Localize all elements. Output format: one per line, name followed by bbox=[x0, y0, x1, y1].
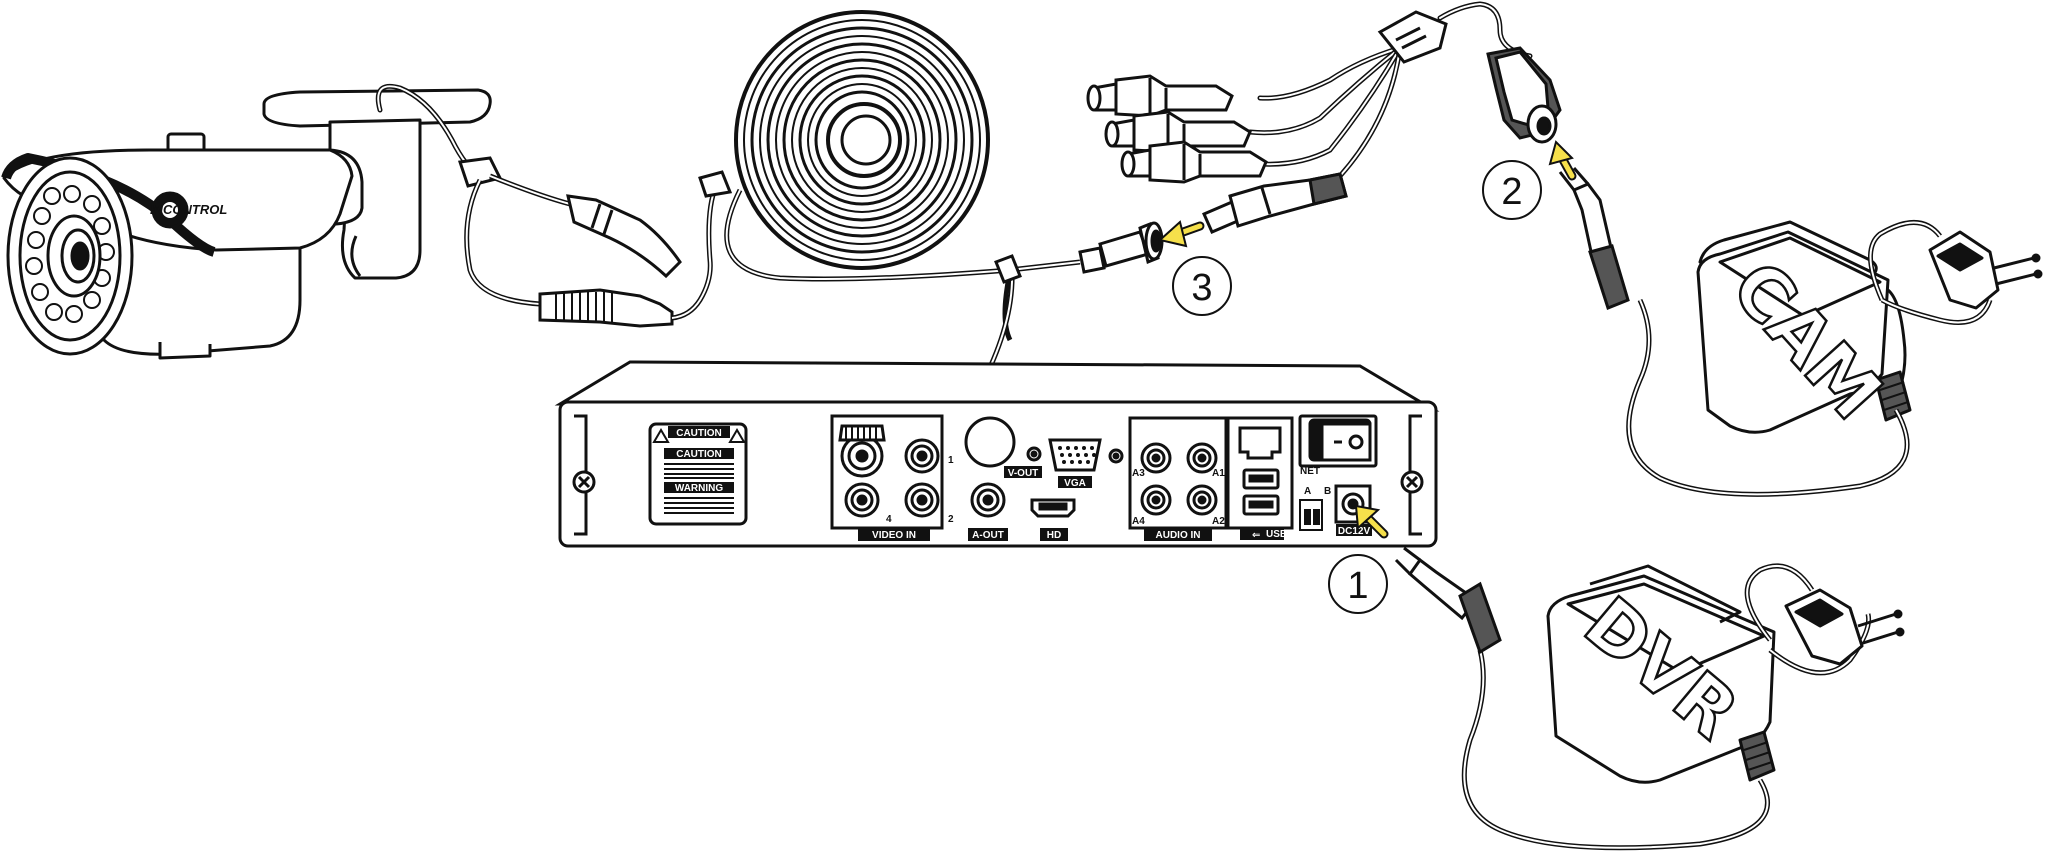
arrow-step-2 bbox=[1548, 140, 1577, 181]
power-switch bbox=[1298, 414, 1378, 468]
camera-brand: INCONTROL bbox=[150, 202, 227, 217]
vga-label: VGA bbox=[1064, 478, 1086, 489]
bnc-port-1 bbox=[904, 438, 940, 474]
splitter-rca-plugs bbox=[1086, 74, 1268, 184]
audio-in-block bbox=[1128, 416, 1228, 530]
cam-dc-plug bbox=[1558, 167, 1630, 310]
step-1-number: 1 bbox=[1347, 565, 1368, 607]
cable-coil bbox=[734, 10, 990, 270]
rs485-a-label: A bbox=[1304, 486, 1311, 497]
a2-label: A2 bbox=[1212, 516, 1225, 527]
rs485-b-label: B bbox=[1324, 486, 1331, 497]
dvr-output-cord bbox=[1461, 649, 1770, 851]
cam-mains-plug bbox=[1928, 230, 2000, 310]
hd-label: HD bbox=[1047, 530, 1061, 541]
caution-label bbox=[648, 422, 748, 526]
net-label: NET bbox=[1300, 466, 1320, 477]
audio-in-label: AUDIO IN bbox=[1156, 530, 1201, 541]
a4-label: A4 bbox=[1132, 516, 1145, 527]
a1-label: A1 bbox=[1212, 468, 1225, 479]
dvr-power-adapter bbox=[1546, 563, 1905, 784]
caution-text-1: CAUTION bbox=[676, 428, 722, 439]
v-out-knob bbox=[964, 416, 1016, 468]
video-in-label: VIDEO IN bbox=[872, 530, 916, 541]
coil-cable-clip bbox=[994, 254, 1022, 284]
dc12v-label: DC12V bbox=[1338, 526, 1371, 537]
channel-1-label: 1 bbox=[948, 455, 954, 466]
ethernet-port bbox=[1238, 426, 1282, 460]
coil-bnc-female bbox=[1078, 221, 1164, 274]
step-2-number: 2 bbox=[1501, 171, 1522, 213]
av-out-block bbox=[964, 416, 1124, 518]
channel-2-label: 2 bbox=[948, 514, 954, 525]
video-in-block bbox=[830, 414, 944, 530]
usb-label: USB bbox=[1266, 529, 1287, 540]
warning-text: WARNING bbox=[675, 483, 724, 494]
bnc-port-3 bbox=[840, 434, 884, 478]
camera-pigtail-split bbox=[458, 156, 733, 328]
camera-ir-leds bbox=[25, 185, 115, 323]
step-marker-1: 1 bbox=[1328, 554, 1388, 614]
cam-output-cord bbox=[1626, 298, 1910, 497]
splitter-cable bbox=[1247, 1, 1533, 179]
a3-label: A3 bbox=[1132, 468, 1145, 479]
dvr-dc-plug bbox=[1394, 546, 1502, 655]
step-marker-2: 2 bbox=[1482, 160, 1542, 220]
splitter-dc-female bbox=[1486, 46, 1562, 144]
cam-power-adapter bbox=[1696, 220, 2043, 434]
rs485-terminal bbox=[1299, 499, 1323, 531]
step-marker-3: 3 bbox=[1172, 256, 1232, 316]
bullet-camera bbox=[1, 88, 492, 360]
camera-dc-jack bbox=[566, 194, 682, 279]
splitter-hub bbox=[1377, 10, 1448, 64]
bnc-port-2 bbox=[904, 482, 940, 518]
channel-4-label: 4 bbox=[886, 514, 892, 525]
net-usb-block bbox=[1226, 416, 1294, 530]
caution-text-2: CAUTION bbox=[676, 449, 722, 460]
v-out-label: V-OUT bbox=[1008, 468, 1039, 479]
step-3-number: 3 bbox=[1191, 267, 1212, 309]
arrow-step-1 bbox=[1354, 504, 1389, 539]
camera-bnc bbox=[538, 288, 674, 328]
arrow-step-3 bbox=[1157, 220, 1205, 248]
splitter-dc-male bbox=[1202, 172, 1348, 234]
a-out-label: A-OUT bbox=[972, 530, 1004, 541]
usb-icon: ⇐ bbox=[1252, 530, 1260, 541]
bnc-port-4 bbox=[844, 482, 880, 518]
